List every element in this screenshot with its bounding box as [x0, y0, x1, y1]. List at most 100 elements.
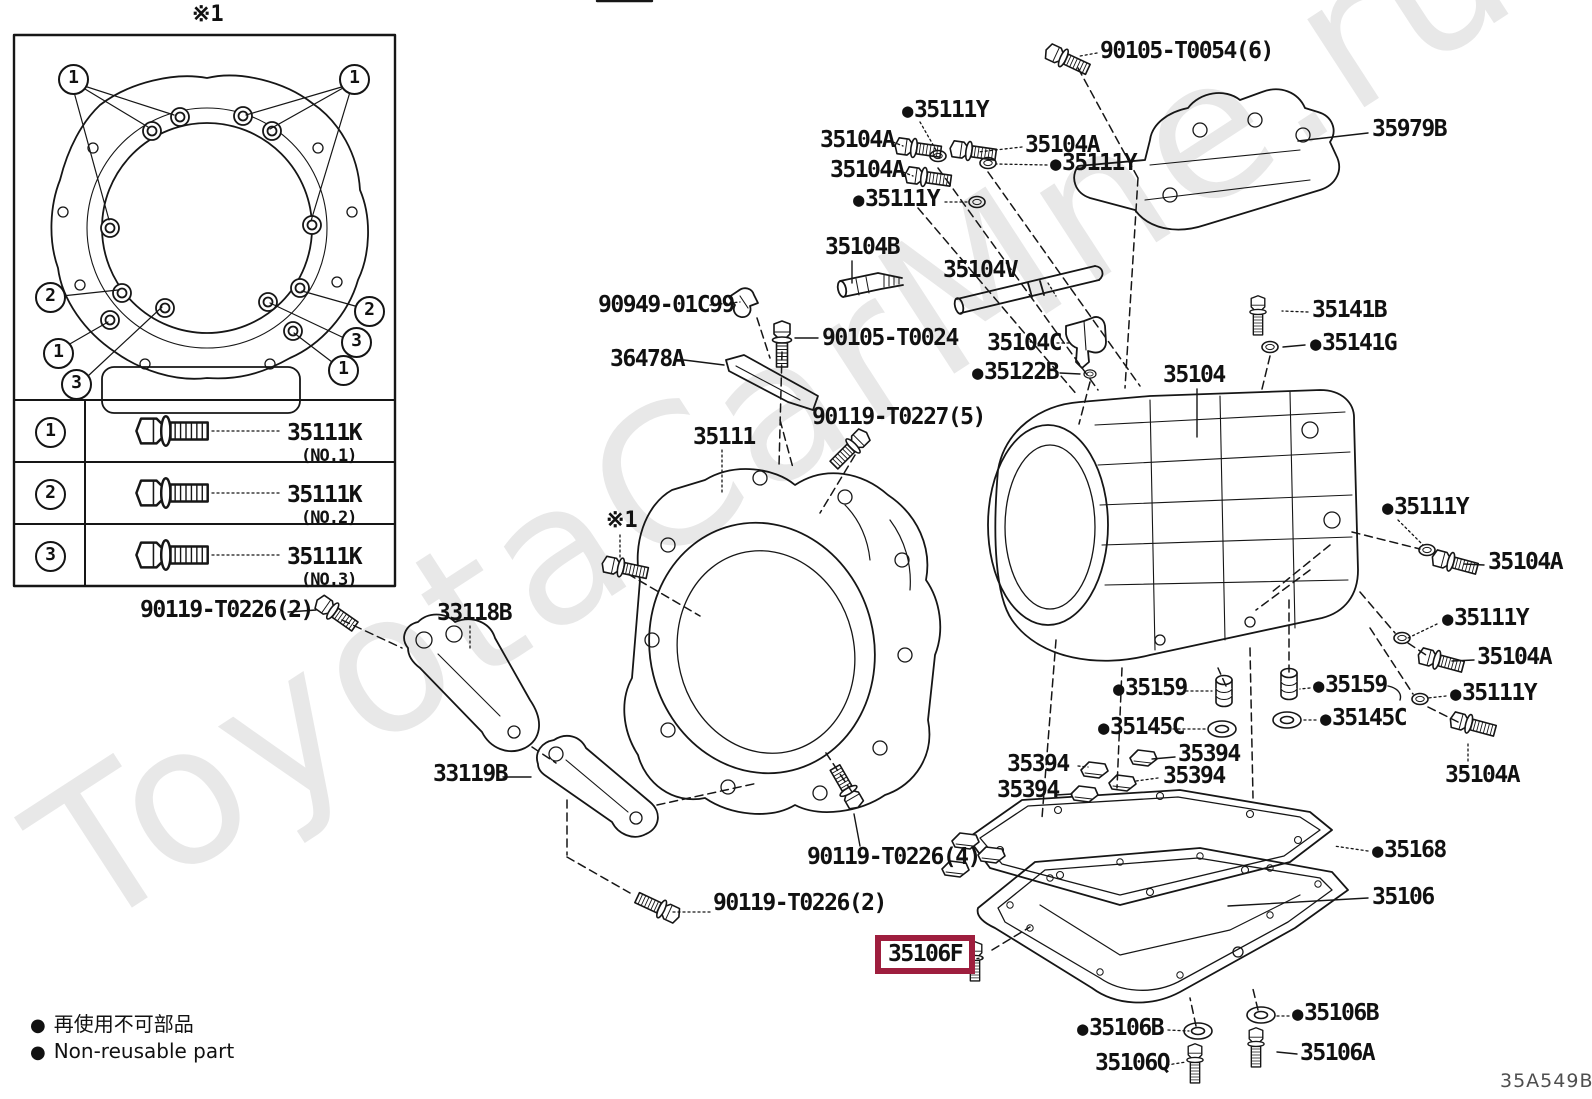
- part-label-90119T02262[interactable]: 90119-T0226(2): [713, 890, 887, 916]
- callout-1-7: 1: [328, 355, 359, 386]
- part-label-35145C[interactable]: ●35145C: [1098, 714, 1186, 740]
- plate-36478A: [725, 354, 819, 411]
- non-reusable-bullet: ●: [1310, 333, 1321, 355]
- transmission-case-35104: [987, 389, 1359, 662]
- bracket-33119B: [536, 734, 659, 838]
- callout-1-0: 1: [58, 64, 89, 95]
- part-label-35111Y[interactable]: ●35111Y: [1382, 494, 1470, 520]
- part-label-35394[interactable]: 35394: [997, 777, 1060, 803]
- part-label-35104A[interactable]: 35104A: [820, 127, 896, 153]
- part-label-35104C[interactable]: 35104C: [987, 330, 1063, 356]
- part-label-35104[interactable]: 35104: [1163, 362, 1226, 388]
- part-label-35104A[interactable]: 35104A: [1477, 644, 1553, 670]
- callout-3-4: 3: [61, 369, 92, 400]
- part-label-35111K-no3-sub: (NO.3): [301, 570, 357, 590]
- part-label-35106A[interactable]: 35106A: [1300, 1040, 1376, 1066]
- part-label-1[interactable]: ※1: [192, 2, 224, 27]
- part-label-9094901C99[interactable]: 90949-01C99: [598, 292, 735, 318]
- non-reusable-bullet: ●: [1313, 675, 1324, 697]
- non-reusable-bullet: ●: [853, 189, 864, 211]
- part-label-35159[interactable]: ●35159: [1313, 672, 1388, 698]
- callout-1-3: 1: [43, 338, 74, 369]
- part-label-35111K-no1-sub: (NO.1): [301, 446, 357, 466]
- non-reusable-bullet: ●: [1320, 708, 1331, 730]
- part-label-35104A[interactable]: 35104A: [1445, 762, 1521, 788]
- part-label-90105T00546[interactable]: 90105-T0054(6): [1100, 38, 1274, 64]
- part-label-35159[interactable]: ●35159: [1113, 675, 1188, 701]
- callout-2-5: 2: [354, 296, 385, 327]
- part-label-35111Y[interactable]: ●35111Y: [902, 97, 990, 123]
- non-reusable-bullet: ●: [972, 362, 983, 384]
- part-label-36478A[interactable]: 36478A: [610, 346, 686, 372]
- label-leader-lines-solid: [287, 132, 1485, 1055]
- part-label-35145C[interactable]: ●35145C: [1320, 705, 1408, 731]
- part-label-35104B[interactable]: 35104B: [825, 234, 901, 260]
- part-label-35111K-no2[interactable]: 35111K: [287, 482, 363, 508]
- part-label-35106Q[interactable]: 35106Q: [1095, 1050, 1171, 1076]
- non-reusable-bullet: ●: [30, 1042, 46, 1063]
- part-label-35141B[interactable]: 35141B: [1312, 297, 1388, 323]
- part-label-35111Y[interactable]: ●35111Y: [1050, 150, 1138, 176]
- non-reusable-bullet: ●: [1442, 608, 1453, 630]
- part-label-35111Y[interactable]: ●35111Y: [1442, 605, 1530, 631]
- part-label-90119T02262[interactable]: 90119-T0226(2): [140, 597, 314, 623]
- part-label-35111Y[interactable]: ●35111Y: [1450, 680, 1538, 706]
- part-label-35141G[interactable]: ●35141G: [1310, 330, 1398, 356]
- part-label-90119T02275[interactable]: 90119-T0227(5): [812, 404, 986, 430]
- union-35104B: [836, 272, 904, 298]
- part-label-35111[interactable]: 35111: [693, 424, 756, 450]
- callout-2-2: 2: [35, 282, 66, 313]
- part-label-35111Y[interactable]: ●35111Y: [853, 186, 941, 212]
- part-label-35394[interactable]: 35394: [1163, 763, 1226, 789]
- non-reusable-bullet: ●: [1372, 840, 1383, 862]
- clamp-90949-01C99: [728, 287, 759, 318]
- part-label-35106[interactable]: 35106: [1372, 884, 1435, 910]
- part-label-35106B[interactable]: ●35106B: [1077, 1015, 1165, 1041]
- figure-code: 35A549B: [1500, 1070, 1592, 1092]
- elbow-35104C: [1065, 316, 1107, 369]
- non-reusable-bullet: ●: [1077, 1018, 1088, 1040]
- part-label-35104A[interactable]: 35104A: [830, 157, 906, 183]
- part-label-35122B[interactable]: ●35122B: [972, 359, 1060, 385]
- part-label-90105T0024[interactable]: 90105-T0024: [822, 325, 959, 351]
- part-label-35168[interactable]: ●35168: [1372, 837, 1447, 863]
- bracket-33118B: [403, 613, 540, 753]
- part-label-35106B[interactable]: ●35106B: [1292, 1000, 1380, 1026]
- part-label-33118B[interactable]: 33118B: [437, 600, 513, 626]
- oil-pan-35106: [976, 847, 1349, 1004]
- part-label-35104A[interactable]: 35104A: [1025, 132, 1101, 158]
- part-label-35394[interactable]: 35394: [1178, 741, 1241, 767]
- part-label-35111K-no3[interactable]: 35111K: [287, 544, 363, 570]
- non-reusable-bullet: ●: [1098, 717, 1109, 739]
- part-label-35111K-no1[interactable]: 35111K: [287, 420, 363, 446]
- part-label-33119B[interactable]: 33119B: [433, 761, 509, 787]
- note-non-reusable-en: ●Non-reusable part: [30, 1039, 235, 1064]
- non-reusable-bullet: ●: [1292, 1003, 1303, 1025]
- legend-bolt-icons: [135, 415, 283, 571]
- bell-housing-35111: [623, 468, 942, 815]
- part-label-90119T02264[interactable]: 90119-T0226(4): [807, 844, 981, 870]
- legend-callout-1: 1: [35, 417, 66, 448]
- callout-1-1: 1: [339, 64, 370, 95]
- part-label-35104V[interactable]: 35104V: [943, 257, 1019, 283]
- legend-callout-3: 3: [35, 541, 66, 572]
- part-label-35394[interactable]: 35394: [1007, 751, 1070, 777]
- legend-callout-2: 2: [35, 479, 66, 510]
- note-non-reusable-jp: ●再使用不可部品: [30, 1012, 194, 1037]
- callout-3-6: 3: [341, 327, 372, 358]
- non-reusable-bullet: ●: [1382, 497, 1393, 519]
- non-reusable-bullet: ●: [1113, 678, 1124, 700]
- part-label-1[interactable]: ※1: [606, 508, 638, 533]
- detail-view-box: [12, 33, 397, 588]
- part-label-35106F[interactable]: 35106F: [875, 935, 976, 974]
- non-reusable-bullet: ●: [1050, 153, 1061, 175]
- dashed-assembly-lines: [341, 67, 1459, 1027]
- non-reusable-bullet: ●: [902, 100, 913, 122]
- bracket-35979B: [1073, 88, 1341, 231]
- part-label-35979B[interactable]: 35979B: [1372, 116, 1448, 142]
- part-label-35104A[interactable]: 35104A: [1488, 549, 1564, 575]
- non-reusable-bullet: ●: [1450, 683, 1461, 705]
